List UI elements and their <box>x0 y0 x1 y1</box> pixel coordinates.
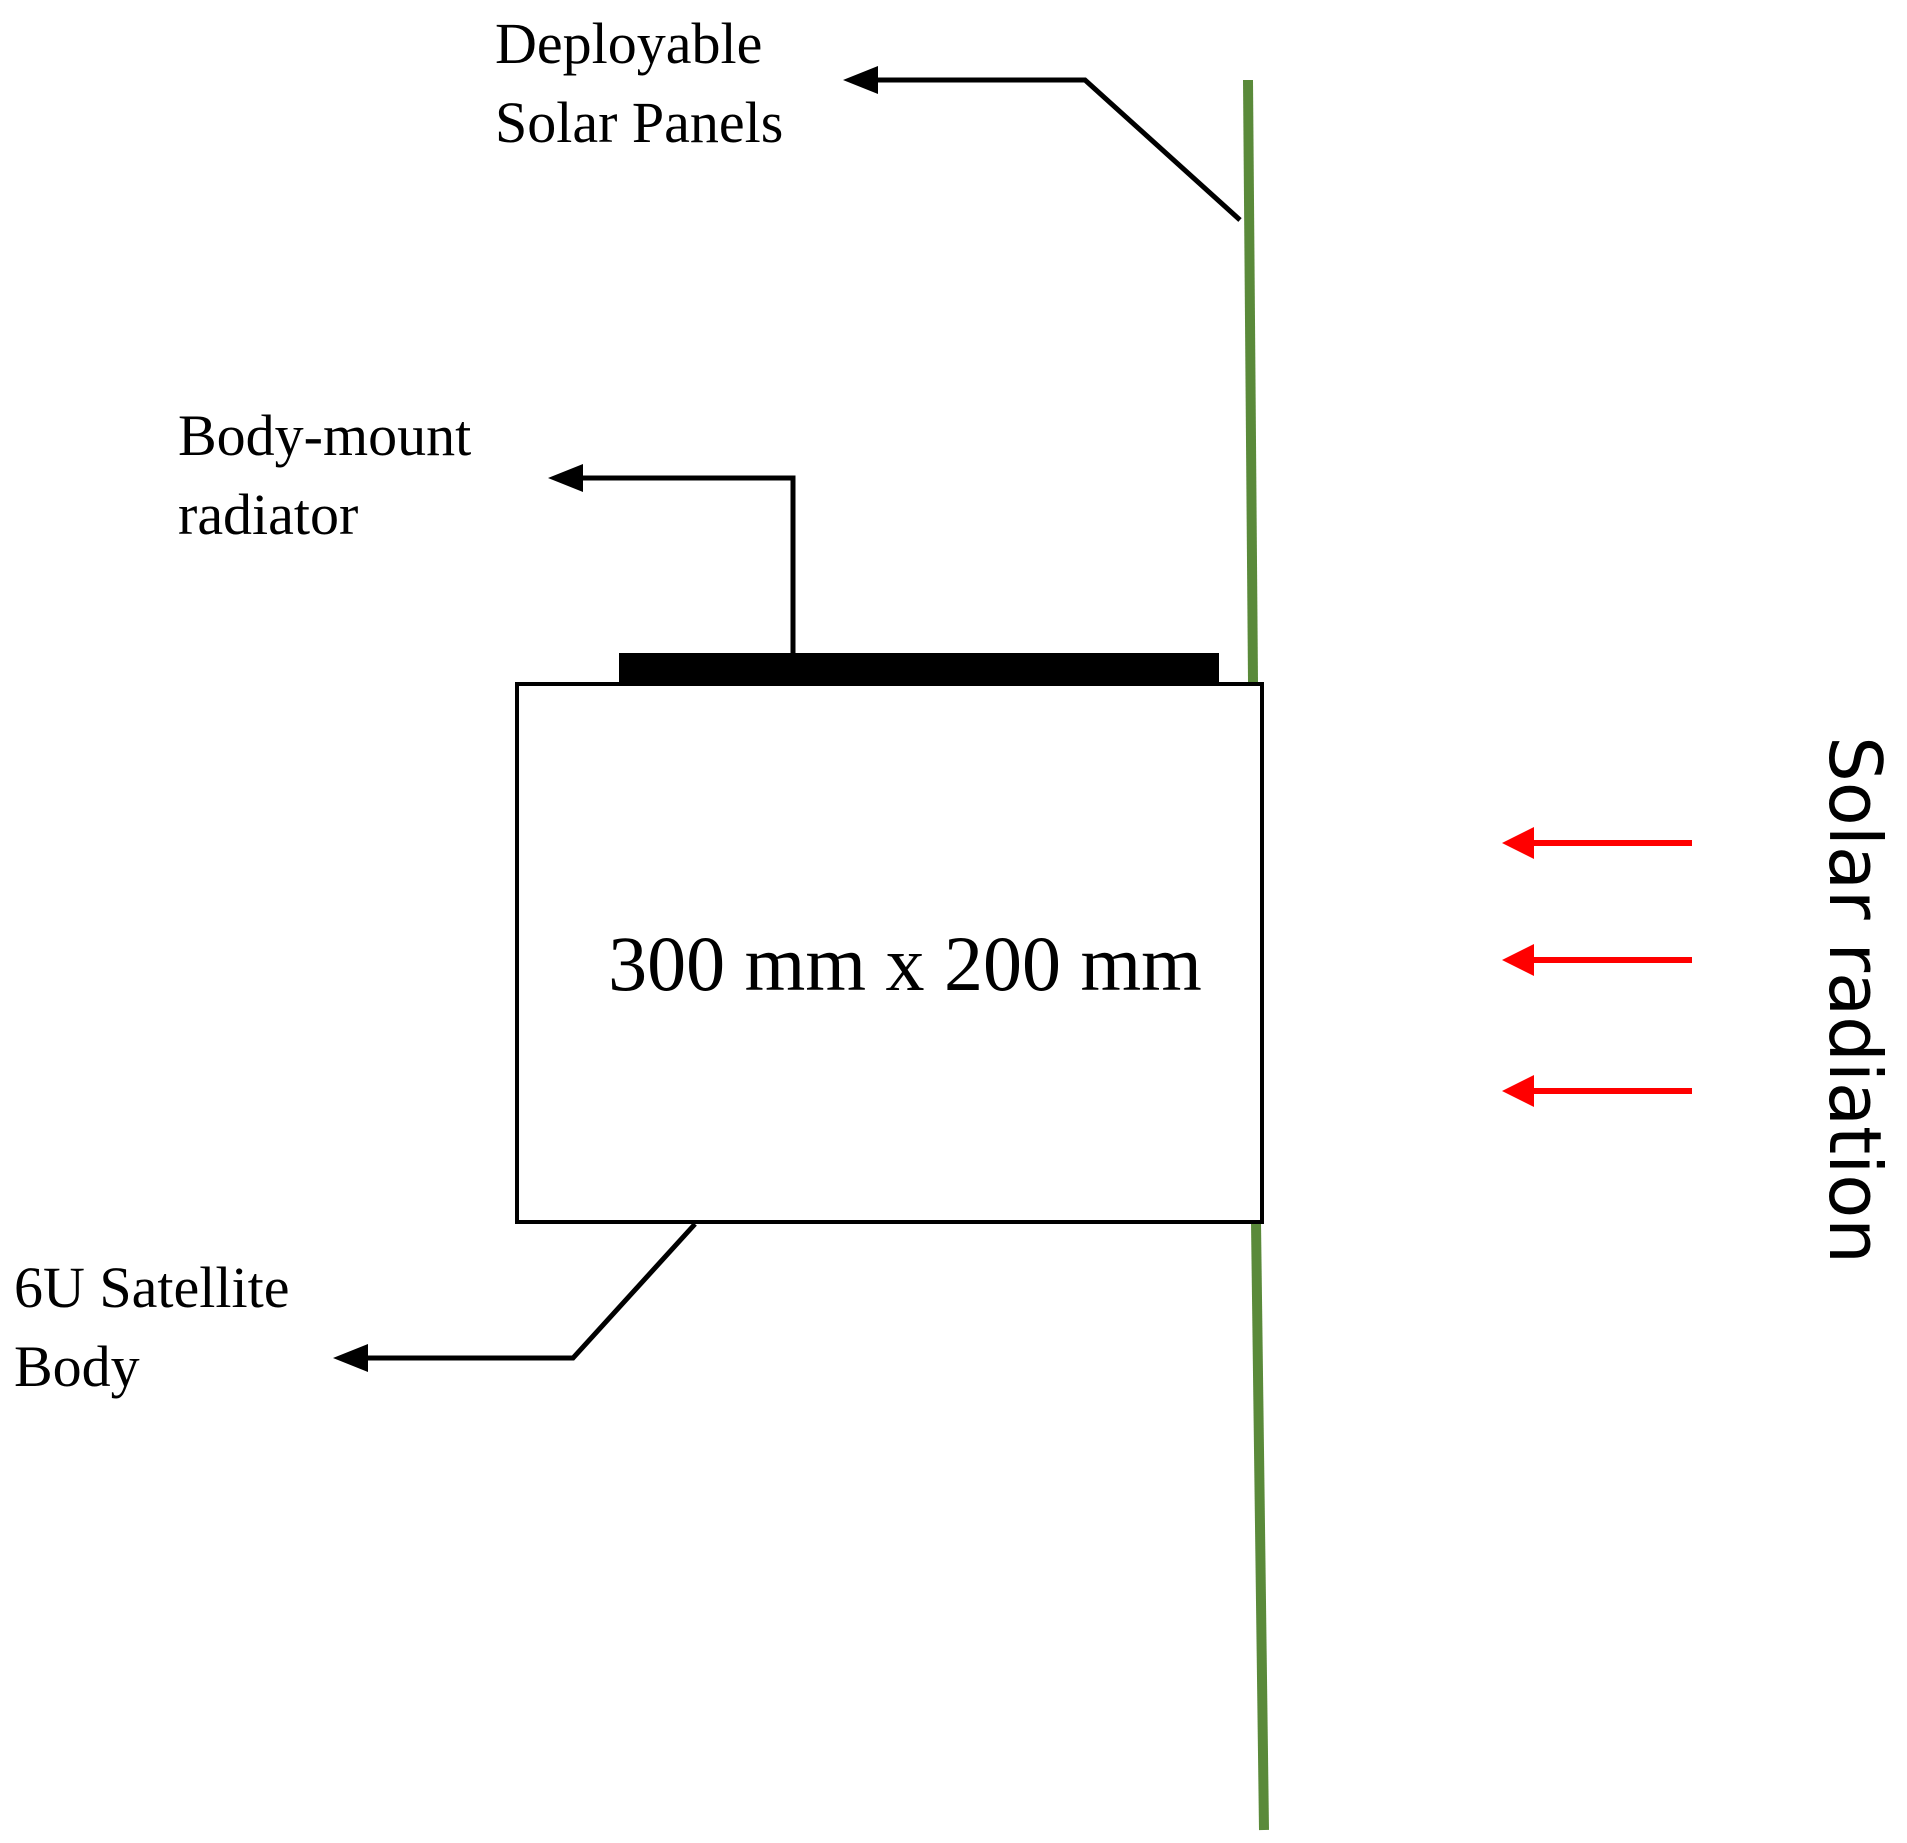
solar-panel-upper <box>1243 79 1258 683</box>
solar-panel-arrowhead <box>843 66 878 94</box>
radiator-label-line1: Body-mount <box>178 403 471 468</box>
satellite-arrowhead <box>333 1344 368 1372</box>
satellite-body <box>515 682 1264 1224</box>
solar-radiation-label: Solar radiation <box>1813 736 1897 1264</box>
deployable-panels-label-line1: Deployable <box>495 11 762 76</box>
satellite-leader-line <box>360 1222 697 1361</box>
radiator-arrowhead <box>548 464 583 492</box>
solar-radiation-arrows <box>1502 827 1692 1107</box>
satellite-label-line2: Body <box>14 1334 140 1399</box>
solar-panel-lower <box>1251 1221 1269 1831</box>
solar-arrow-head <box>1502 1075 1534 1107</box>
satellite-label-line1: 6U Satellite <box>14 1255 289 1320</box>
solar-arrow-head <box>1502 827 1534 859</box>
radiator-leader-line <box>575 475 796 653</box>
solar-panel-leader-line <box>870 77 1242 222</box>
solar-arrow-head <box>1502 944 1534 976</box>
deployable-panels-label-line2: Solar Panels <box>495 90 783 155</box>
radiator-plate <box>619 653 1219 685</box>
dimension-label: 300 mm x 200 mm <box>608 920 1202 1007</box>
radiator-label-line2: radiator <box>178 482 358 547</box>
